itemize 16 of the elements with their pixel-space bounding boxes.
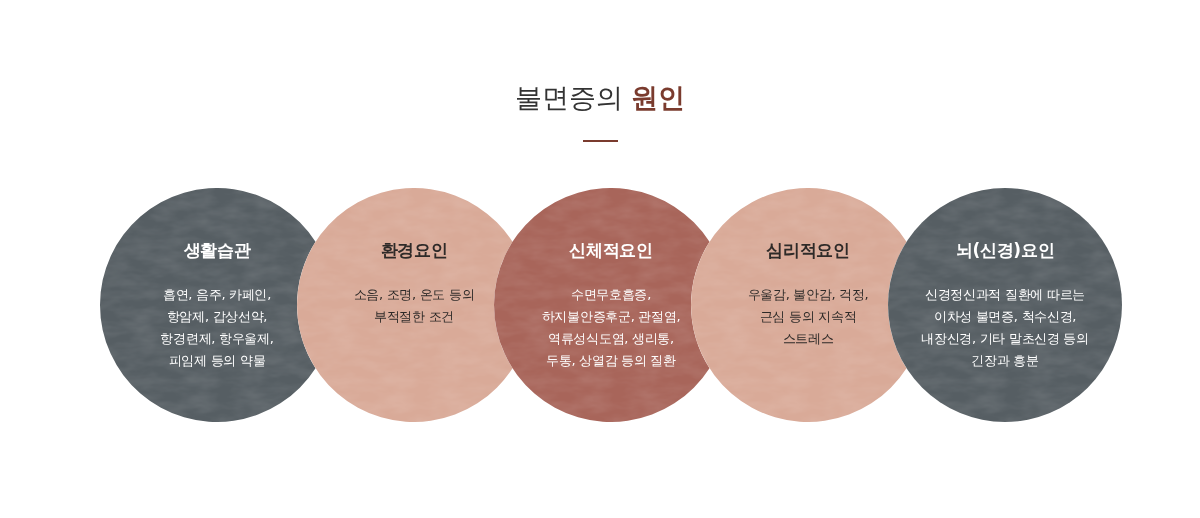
circle-heading: 환경요인: [380, 239, 448, 262]
diagram-title: 불면증의 원인: [514, 81, 686, 115]
circle-heading: 뇌(신경)요인: [955, 239, 1055, 262]
circle-heading: 신체적요인: [569, 239, 653, 262]
circle-description: 신경정신과적 질환에 따르는 이차성 불면증, 척수신경, 내장신경, 기타 말초신경 등의 긴장과 흥분: [920, 286, 1090, 370]
circle-description: 흡연, 음주, 카페인, 항암제, 갑상선약, 항경련제, 항우울제, 피임제 등의 약물: [159, 286, 275, 370]
cause-circle: [494, 188, 710, 422]
cause-circle: [888, 188, 1122, 422]
cause-circle: [100, 188, 316, 422]
circle-heading: 심리적요인: [766, 239, 850, 262]
circle-description: 수면무호흡증, 하지불안증후군, 관절염, 역류성식도염, 생리통, 두통, 상열감 등의 질환: [540, 286, 682, 370]
circle-heading: 생활습관: [183, 239, 251, 262]
cause-circle: [297, 188, 513, 422]
cause-circle: [691, 188, 907, 422]
circle-description: 소음, 조명, 온도 등의 부적절한 조건: [352, 286, 476, 326]
circle-description: 우울감, 불안감, 걱정, 근심 등의 지속적 스트레스: [746, 286, 870, 348]
